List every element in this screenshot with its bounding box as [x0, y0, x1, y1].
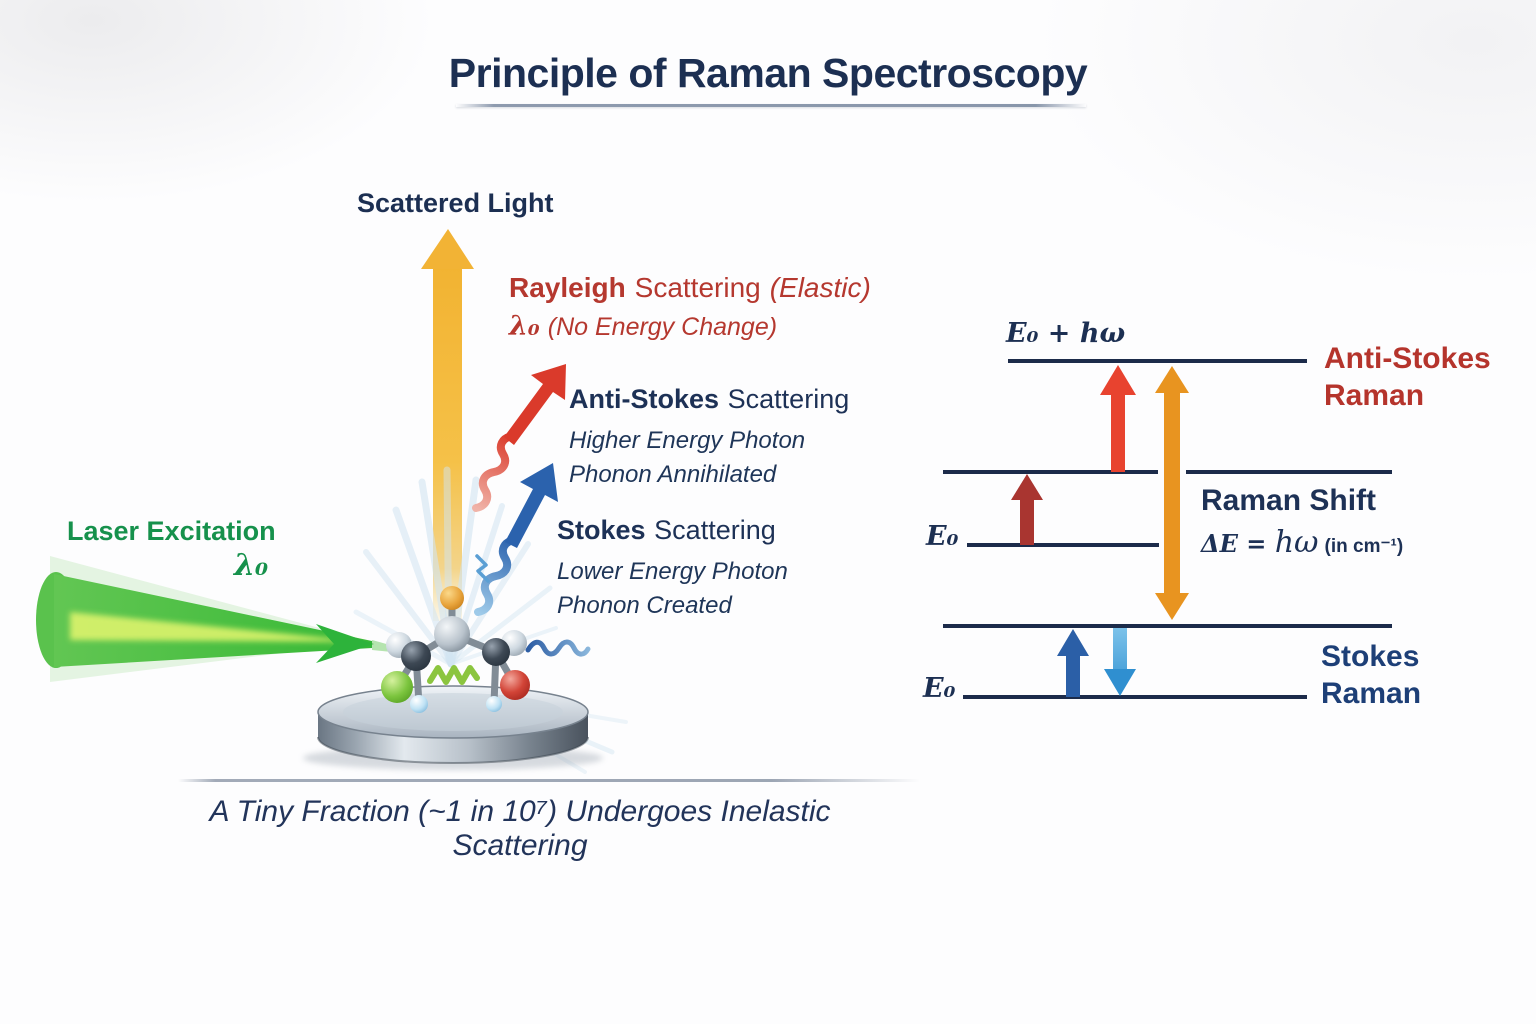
rayleigh-subnote: (No Energy Change) [547, 313, 778, 341]
virtual-excitation-arrow [1011, 474, 1043, 545]
arrow-shaft [1020, 498, 1034, 545]
ground-state-label-bottom: E₀ [923, 673, 956, 704]
stokes-wavy-arrow [474, 463, 558, 616]
atom-red [500, 670, 530, 700]
vibration-spring-icon [427, 665, 480, 685]
page-title: Principle of Raman Spectroscopy [448, 50, 1088, 96]
scattered-light-label: Scattered Light [357, 188, 554, 218]
rayleigh-type: Scattering [634, 272, 761, 303]
arrow-shaft [1111, 393, 1125, 472]
anti-stokes-detail-2: Phonon Annihilated [569, 461, 777, 488]
energy-arrows [1011, 365, 1189, 697]
arrow-head [1011, 474, 1043, 500]
rayleigh-name: Rayleigh [509, 272, 626, 303]
atom-central [434, 616, 470, 652]
arrow-head-up [1155, 366, 1189, 393]
raman-shift-annotation: Raman Shift ΔE = hω(in cm⁻¹) [1201, 484, 1403, 560]
stokes-heading: Stokes Scattering [557, 515, 788, 546]
title-underline [456, 104, 1086, 107]
equation-unit: (in cm⁻¹) [1324, 536, 1404, 557]
platform-bottom-rim [317, 736, 589, 764]
arrow-head [1057, 629, 1089, 656]
rayleigh-heading: Rayleigh Scattering (Elastic) [509, 272, 871, 304]
stokes-annotation: Stokes Scattering Lower Energy Photon Pho… [557, 515, 788, 623]
caption: A Tiny Fraction (~1 in 10⁷) Undergoes In… [209, 795, 831, 862]
arrow-head [1104, 669, 1136, 696]
sample-platform [303, 685, 603, 770]
laser-excitation-label: Laser Excitation [67, 516, 276, 546]
light-ray [448, 585, 553, 667]
stokes-detail-2: Phonon Created [557, 592, 732, 619]
excited-state-label: E₀ + hω [1006, 318, 1126, 349]
raman-shift-equation: ΔE = hω(in cm⁻¹) [1201, 525, 1403, 560]
arrow-shaft [1066, 654, 1080, 697]
anti-stokes-raman-line2: Raman [1324, 379, 1425, 412]
atom-orange [440, 586, 464, 610]
anti-stokes-detail-1: Higher Energy Photon [569, 427, 806, 454]
equation-prefix: ΔE = [1201, 529, 1275, 558]
atom-dark-left [401, 641, 431, 671]
stokes-type: Scattering [654, 515, 776, 545]
stokes-excitation-arrow [1057, 629, 1089, 697]
arrow-shaft [1113, 628, 1127, 671]
equation-term: hω [1274, 525, 1319, 560]
laser-beam-core [70, 612, 368, 642]
raman-shift-title: Raman Shift [1201, 484, 1377, 517]
anti-stokes-wavy-arrow [472, 364, 566, 512]
rayleigh-subline: λ₀(No Energy Change) [509, 311, 871, 342]
ground-state-label-mid: E₀ [926, 521, 959, 552]
anti-stokes-arrow-head [504, 364, 566, 445]
stokes-detail-1: Lower Energy Photon [557, 558, 788, 585]
scattered-light-arrow-head [421, 229, 474, 269]
caption-divider [178, 779, 920, 782]
anti-stokes-name: Anti-Stokes [569, 384, 720, 414]
stokes-raman-line2: Raman [1321, 677, 1422, 710]
atom-green [381, 671, 413, 703]
rayleigh-annotation: Rayleigh Scattering (Elastic) λ₀(No Energy… [509, 272, 871, 342]
rayleigh-wavelength-symbol: λ₀ [509, 311, 540, 342]
molecule [381, 586, 530, 713]
arrow-head [1100, 365, 1136, 395]
anti-stokes-emission-arrow [1100, 365, 1136, 472]
atom-dark-right [482, 638, 510, 666]
stokes-name: Stokes [557, 515, 646, 545]
arrow-shaft [1164, 391, 1180, 595]
stokes-raman-line1: Stokes [1321, 640, 1420, 673]
phonon-squiggle-icon [525, 639, 591, 657]
laser-beam-cone [54, 574, 372, 667]
anti-stokes-raman-label: Anti-Stokes Raman [1324, 340, 1491, 414]
stokes-arrow-head [505, 463, 558, 548]
arrow-head-down [1155, 593, 1189, 620]
anti-stokes-raman-line1: Anti-Stokes [1324, 342, 1491, 375]
anti-stokes-wave-tail [472, 432, 516, 512]
atom-blue-left [410, 695, 428, 713]
platform-top-inner [343, 693, 563, 731]
spark-icon [475, 554, 490, 583]
stokes-wave-tail [474, 536, 518, 616]
anti-stokes-type: Scattering [727, 384, 850, 414]
raman-shift-span-arrow [1155, 366, 1189, 620]
rayleigh-note: (Elastic) [769, 272, 871, 303]
laser-wavelength-symbol: λ₀ [234, 548, 269, 583]
stokes-raman-label: Stokes Raman [1321, 638, 1421, 712]
laser-beam-arrowhead [316, 624, 374, 663]
laser-beam [36, 556, 430, 682]
atom-blue-right [486, 696, 502, 712]
stokes-emission-arrow [1104, 628, 1136, 696]
